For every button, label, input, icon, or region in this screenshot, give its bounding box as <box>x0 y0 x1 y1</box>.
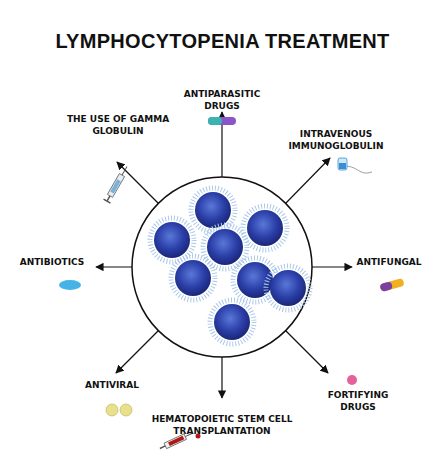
tablet-icon <box>59 280 81 290</box>
treatment-label: INTRAVENOUS IMMUNOGLOBULIN <box>271 128 401 152</box>
capsule-icon <box>379 278 404 292</box>
treatment-label: ANTIVIRAL <box>72 379 152 391</box>
treatment-label: THE USE OF GAMMA GLOBULIN <box>63 113 173 137</box>
treatment-label: HEMATOPOIETIC STEM CELL TRANSPLANTATION <box>127 413 317 437</box>
capsule-icon <box>208 117 236 125</box>
arrows <box>96 112 352 398</box>
tablet-icon <box>347 375 357 385</box>
diagram-title: LYMPHOCYTOPENIA TREATMENT <box>0 30 445 53</box>
treatment-label: ANTIFUNGAL <box>349 256 429 268</box>
iv-bag-icon <box>338 158 372 173</box>
lymphocytes <box>150 188 310 344</box>
treatment-label: ANTIBIOTICS <box>7 256 97 268</box>
treatment-label: FORTIFYING DRUGS <box>313 389 403 413</box>
blood-circle <box>132 177 312 357</box>
treatment-label: ANTIPARASITIC DRUGS <box>167 88 277 112</box>
tablets-icon <box>106 404 132 416</box>
syringe-icon <box>104 164 131 203</box>
